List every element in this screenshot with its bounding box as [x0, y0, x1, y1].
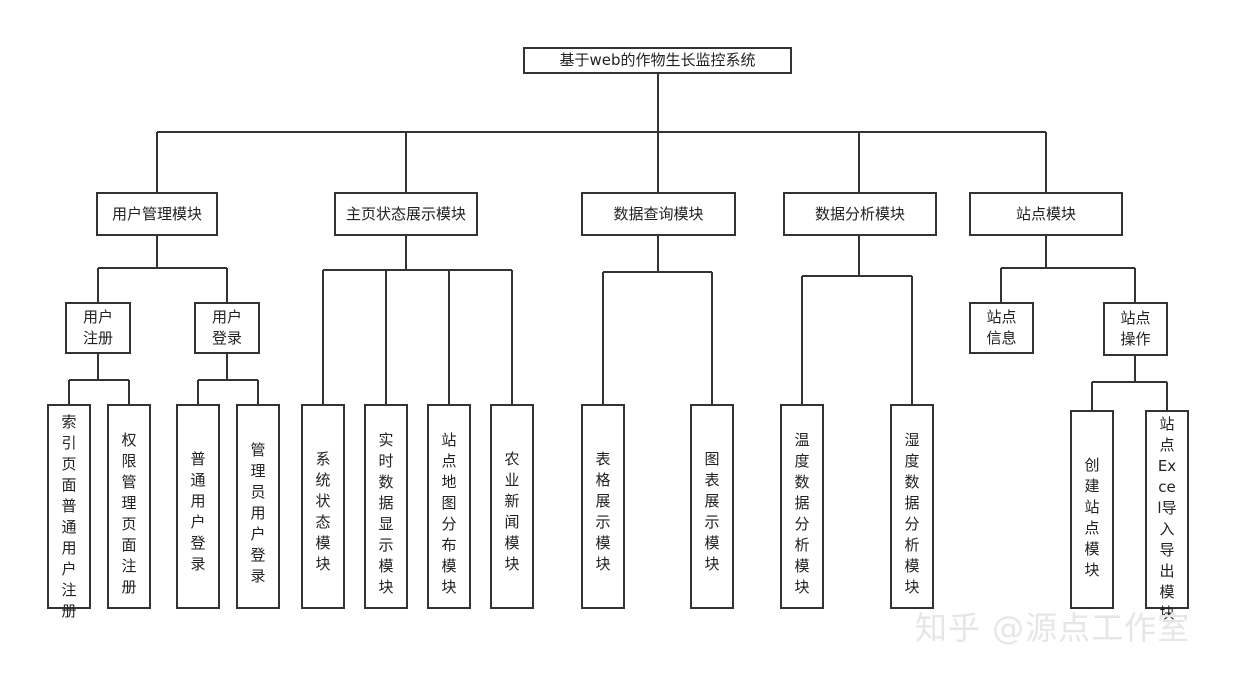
root-node-label: 基于web的作物生长监控系统	[559, 51, 756, 69]
leaf-system-status: 系统状态模块	[301, 404, 345, 609]
module-data-analysis: 数据分析模块	[783, 192, 937, 236]
node-user-register: 用户注册	[65, 302, 131, 354]
module-data-query: 数据查询模块	[581, 192, 736, 236]
leaf-label: 湿度数据分析模块	[904, 431, 920, 596]
leaf-label: 实时数据显示模块	[378, 431, 394, 596]
leaf-create-site: 创建站点模块	[1070, 410, 1114, 609]
module-label: 数据分析模块	[814, 204, 905, 223]
leaf-agri-news: 农业新闻模块	[490, 404, 534, 609]
module-home-status: 主页状态展示模块	[334, 192, 478, 236]
node-user-login: 用户登录	[194, 302, 260, 354]
leaf-label: 创建站点模块	[1084, 456, 1100, 579]
node-label: 用户登录	[211, 308, 242, 347]
leaf-label: 站点Excel导入导出模块	[1157, 415, 1177, 622]
module-label: 站点模块	[1015, 204, 1076, 223]
module-label: 数据查询模块	[613, 204, 704, 223]
node-site-info: 站点信息	[969, 302, 1034, 354]
leaf-label: 管理员用户登录	[250, 441, 266, 585]
node-label: 用户注册	[82, 308, 113, 347]
leaf-chart-display: 图表展示模块	[690, 404, 734, 609]
module-site: 站点模块	[969, 192, 1123, 236]
leaf-realtime-data: 实时数据显示模块	[364, 404, 408, 609]
leaf-label: 农业新闻模块	[504, 450, 520, 573]
module-label: 主页状态展示模块	[345, 204, 466, 223]
leaf-label: 站点地图分布模块	[441, 431, 457, 596]
leaf-label: 权限管理页面注册	[121, 431, 137, 596]
node-site-ops: 站点操作	[1103, 302, 1168, 356]
leaf-label: 索引页面普通用户注册	[61, 413, 77, 620]
leaf-table-display: 表格展示模块	[581, 404, 625, 609]
leaf-normal-login: 普通用户登录	[176, 404, 220, 609]
leaf-admin-login: 管理员用户登录	[236, 404, 280, 609]
leaf-label: 图表展示模块	[704, 450, 720, 573]
leaf-site-map: 站点地图分布模块	[427, 404, 471, 609]
leaf-site-excel: 站点Excel导入导出模块	[1145, 410, 1189, 622]
leaf-label: 系统状态模块	[315, 450, 331, 573]
leaf-label: 普通用户登录	[190, 450, 206, 573]
watermark: 知乎 @源点工作室	[915, 609, 1191, 647]
node-label: 站点信息	[986, 308, 1017, 347]
leaf-index-register: 索引页面普通用户注册	[47, 404, 91, 620]
leaf-admin-register: 权限管理页面注册	[107, 404, 151, 609]
root-node: 基于web的作物生长监控系统	[523, 47, 792, 74]
leaf-label: 温度数据分析模块	[794, 431, 810, 596]
module-user-management: 用户管理模块	[96, 192, 218, 236]
leaf-label: 表格展示模块	[595, 450, 611, 573]
leaf-temperature-analysis: 温度数据分析模块	[780, 404, 824, 609]
module-label: 用户管理模块	[111, 204, 202, 223]
leaf-humidity-analysis: 湿度数据分析模块	[890, 404, 934, 609]
node-label: 站点操作	[1120, 309, 1151, 348]
